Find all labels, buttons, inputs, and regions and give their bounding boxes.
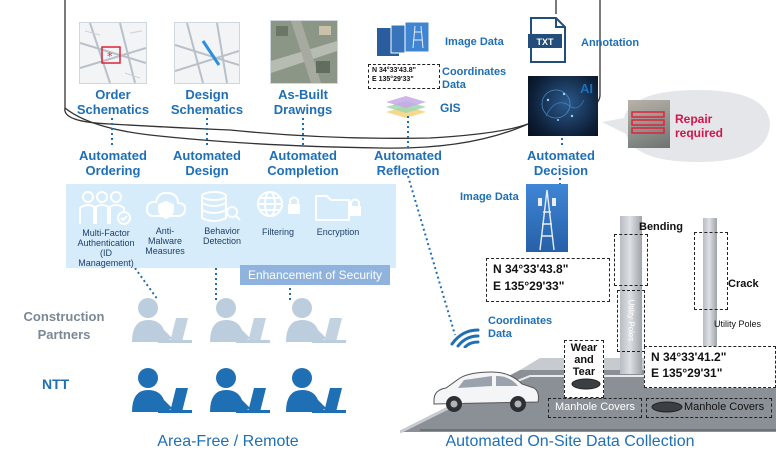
wireless-signal-icon (450, 328, 480, 348)
manhole-cover-icon (651, 401, 683, 413)
field-image-data-label: Image Data (460, 191, 519, 203)
manhole-covers-label-2: Manhole Covers (684, 401, 765, 413)
ntt-workers (132, 368, 346, 413)
folder-lock-icon (315, 195, 361, 221)
bending-label: Bending (639, 221, 683, 233)
order-schematics-thumbnail: * (79, 22, 147, 84)
repair-photo (628, 100, 670, 148)
repair-required-label: Repair required (675, 112, 724, 140)
crack-highlight-box (694, 232, 728, 310)
construction-partner-workers (132, 298, 346, 343)
ai-image (528, 76, 598, 136)
field-coordinates-box-2: N 34°33'41.2" E 135°29'31" (644, 346, 776, 388)
cloud-shield-icon (146, 191, 186, 220)
security-item-filtering-label: Filtering (261, 227, 294, 237)
image-data-label: Image Data (445, 36, 504, 48)
field-coordinates-box-1: N 34°33'43.8" E 135°29'33" (486, 258, 610, 302)
people-check-icon (79, 191, 131, 225)
utility-pole-left (620, 216, 642, 374)
coordinates-data-label: Coordinates Data (442, 66, 507, 91)
gis-layers-icon (386, 96, 426, 118)
annotation-label: Annotation (581, 37, 640, 49)
svg-text:*: * (107, 50, 113, 63)
as-built-drawings-thumbnail (270, 20, 338, 84)
image-data-stack-icon (377, 22, 430, 56)
tower-image (526, 184, 568, 252)
area-free-remote-title: Area-Free / Remote (157, 433, 299, 450)
manhole-covers-box-2 (646, 398, 772, 418)
security-banner: Enhancement of Security (240, 265, 390, 285)
globe-lock-icon (257, 191, 300, 217)
security-item-antimalware-label: Anti-Malware Measures (145, 226, 185, 256)
utility-pole-right (703, 218, 717, 358)
coordinates-sample-box: N 34°33'43.8" E 135°29'33" (368, 64, 440, 89)
manhole-covers-box-1 (548, 398, 642, 418)
crack-label: Crack (728, 278, 759, 290)
bending-highlight-box (614, 234, 648, 286)
wear-manhole-cover (571, 378, 601, 390)
utility-pole-label-box (617, 290, 645, 352)
utility-poles-vertical-label: Utility Poles (626, 299, 636, 342)
manhole-covers-label-1: Manhole Covers (554, 401, 636, 413)
ntt-label: NTT (42, 376, 70, 392)
database-search-icon (201, 191, 241, 222)
design-schematics-thumbnail (174, 22, 240, 84)
txt-document-icon (528, 17, 566, 63)
ai-label: AI (580, 81, 593, 96)
gis-label: GIS (440, 101, 461, 115)
car-icon (433, 371, 539, 412)
utility-poles-label: Utility Poles (714, 319, 762, 329)
automated-onsite-collection-title: Automated On-Site Data Collection (445, 433, 695, 450)
txt-icon-text: TXT (536, 37, 554, 47)
security-item-encryption-label: Encryption (316, 227, 360, 237)
field-coordinates-data-label: Coordinates Data (488, 315, 553, 340)
